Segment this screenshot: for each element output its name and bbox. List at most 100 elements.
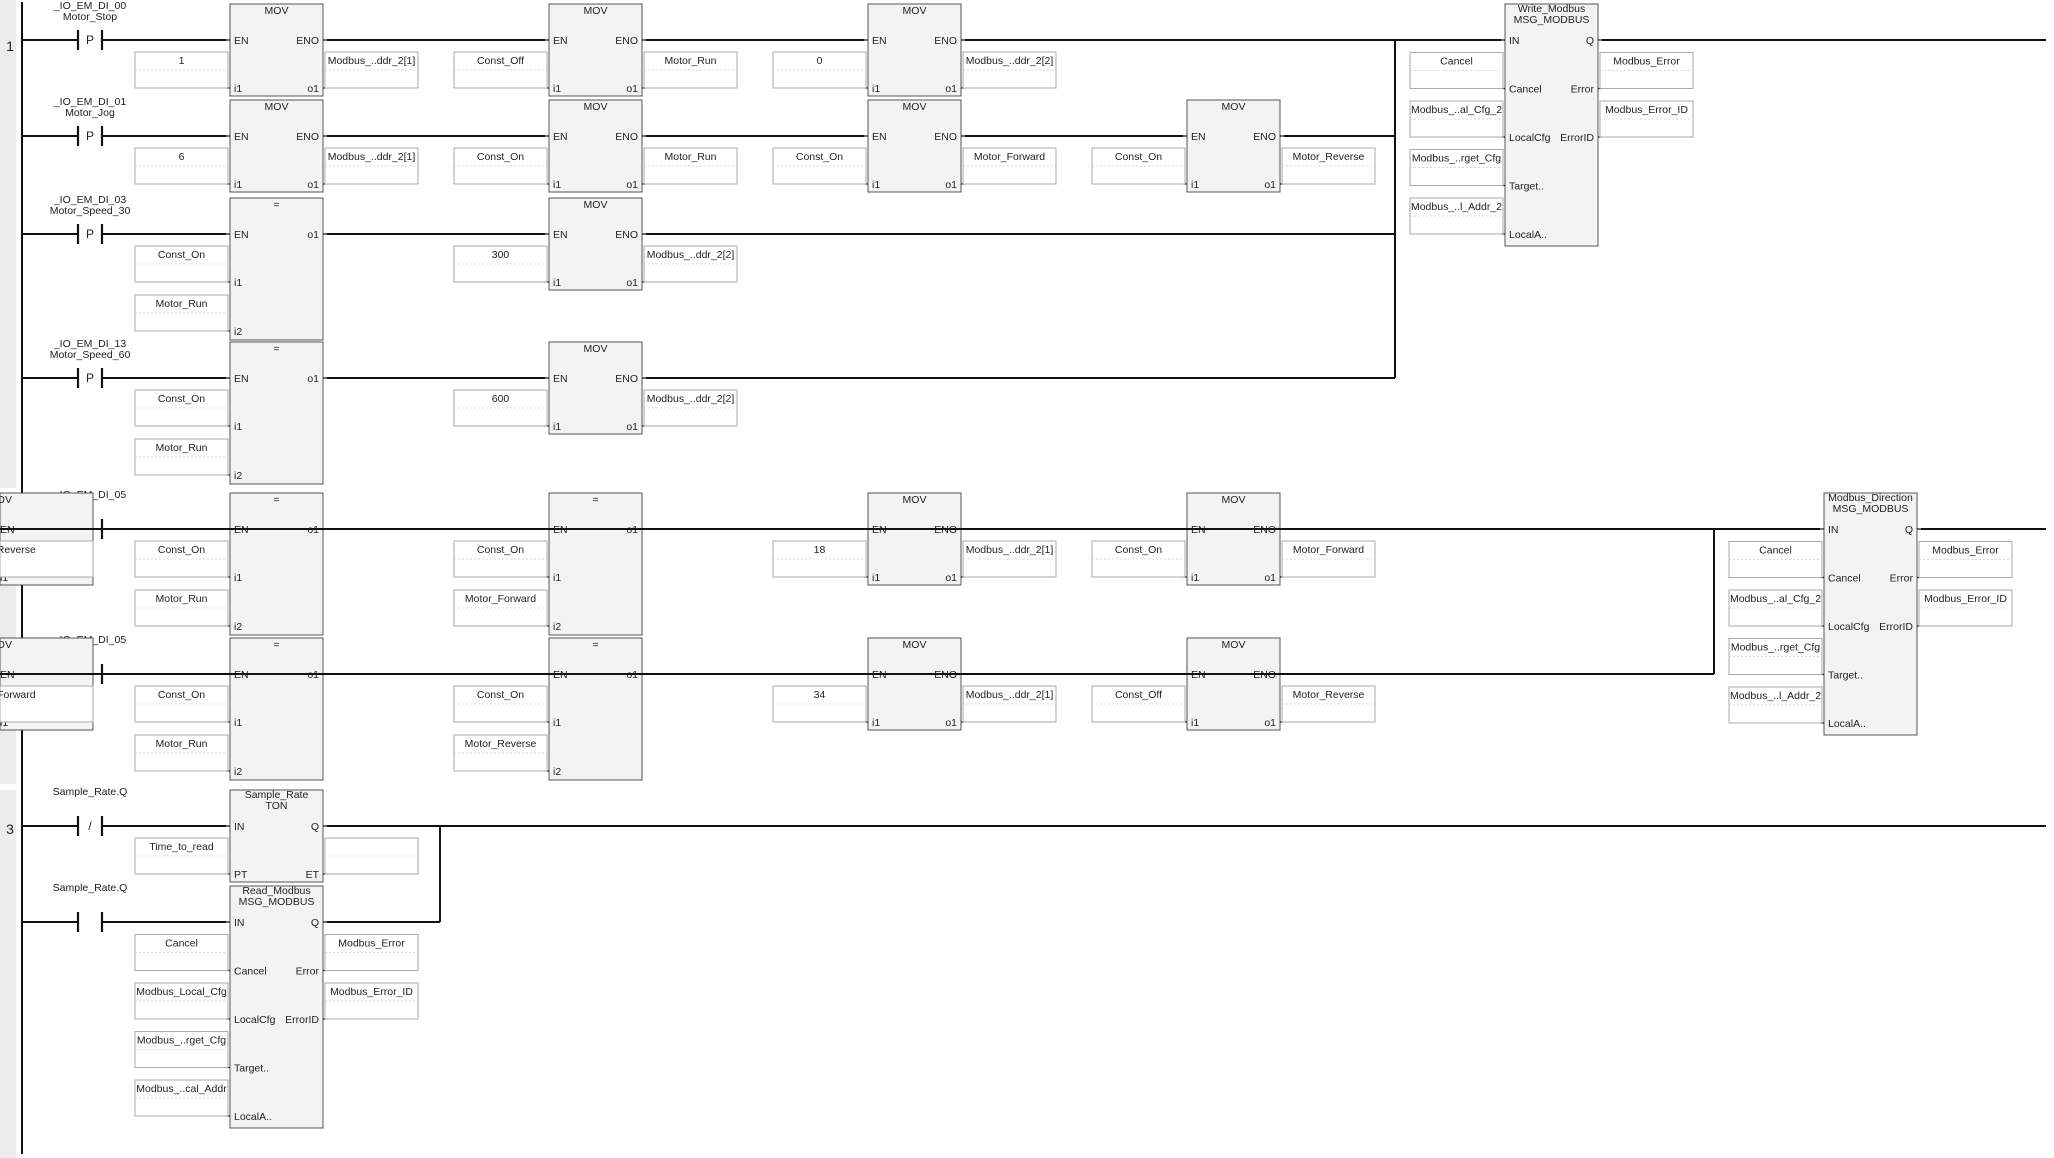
value-text[interactable]: Const_On [1115, 544, 1162, 556]
output-value-box[interactable]: Modbus_Error_ID [1599, 100, 1694, 138]
value-text[interactable]: Const_On [477, 544, 524, 556]
value-text[interactable]: Motor_Reverse [0, 544, 36, 556]
rung-number[interactable]: 1 [6, 38, 14, 54]
output-value-box[interactable]: Modbus_..ddr_2[1] [962, 540, 1057, 578]
value-text[interactable]: Const_On [796, 151, 843, 163]
output-value-box[interactable]: Motor_Forward [962, 147, 1057, 185]
value-text[interactable]: Modbus_..ddr_2[1] [328, 151, 416, 163]
input-value-box[interactable]: Time_to_read [134, 837, 229, 875]
output-value-box[interactable]: Modbus_Error [324, 934, 419, 971]
input-value-box[interactable]: Motor_Run [134, 294, 229, 332]
output-value-box[interactable]: Modbus_Error_ID [324, 982, 419, 1020]
value-text[interactable]: Cancel [165, 938, 198, 950]
input-value-box[interactable]: Motor_Reverse [453, 734, 548, 772]
input-value-box[interactable]: Modbus_..cal_Addr [134, 1079, 229, 1117]
output-value-box[interactable]: Motor_Run [643, 147, 738, 185]
value-text[interactable]: Modbus_..rget_Cfg [137, 1035, 226, 1047]
value-text[interactable]: Const_Off [1115, 689, 1162, 701]
value-text[interactable]: Motor_Run [156, 298, 208, 310]
input-value-box[interactable]: Modbus_..rget_Cfg [1409, 149, 1504, 186]
value-text[interactable]: Modbus_..ddr_2[1] [966, 689, 1054, 701]
input-value-box[interactable]: Modbus_Local_Cfg [134, 982, 229, 1020]
value-text[interactable]: Const_On [477, 151, 524, 163]
value-text[interactable]: Modbus_..al_Cfg_2 [1730, 593, 1821, 605]
contact-variable[interactable]: _IO_EM_DI_03 [53, 194, 127, 206]
input-value-box[interactable]: Cancel [134, 934, 229, 971]
input-value-box[interactable]: Modbus_..al_Cfg_2 [1409, 100, 1504, 138]
value-text[interactable]: Modbus_..al_Cfg_2 [1411, 104, 1502, 116]
modbus-message-block[interactable]: Write_ModbusMSG_MODBUSINCancelCancelLoca… [1409, 3, 1694, 247]
value-text[interactable]: Modbus_..ddr_2[1] [966, 544, 1054, 556]
output-value-box[interactable]: Modbus_..ddr_2[2] [643, 389, 738, 427]
input-value-box[interactable]: Modbus_..rget_Cfg [1728, 638, 1823, 675]
value-text[interactable]: 18 [814, 544, 826, 556]
input-value-box[interactable]: Motor_Run [134, 734, 229, 772]
value-text[interactable]: 600 [492, 393, 510, 405]
value-text[interactable]: Modbus_Local_Cfg [136, 986, 227, 998]
output-value-box[interactable] [324, 837, 419, 875]
output-value-box[interactable]: Motor_Reverse [1281, 685, 1376, 723]
input-value-box[interactable]: Const_On [453, 685, 548, 723]
value-text[interactable]: Motor_Reverse [1293, 689, 1365, 701]
input-value-box[interactable]: Cancel [1728, 541, 1823, 578]
output-value-box[interactable]: Modbus_Error [1918, 541, 2013, 578]
input-value-box[interactable]: Const_On [453, 540, 548, 578]
output-value-box[interactable]: Modbus_..ddr_2[2] [643, 245, 738, 283]
contact-variable[interactable]: Sample_Rate.Q [53, 882, 128, 894]
input-value-box[interactable]: Const_On [772, 147, 867, 185]
value-text[interactable]: Modbus_..ddr_2[2] [966, 55, 1054, 67]
value-text[interactable]: Motor_Run [156, 593, 208, 605]
value-text[interactable]: Cancel [1440, 56, 1473, 68]
output-value-box[interactable]: Modbus_Error_ID [1918, 589, 2013, 627]
input-value-box[interactable]: Cancel [1409, 52, 1504, 89]
input-value-box[interactable]: Const_On [1091, 540, 1186, 578]
output-value-box[interactable]: Modbus_..ddr_2[1] [324, 51, 419, 89]
value-text[interactable]: Motor_Forward [465, 593, 536, 605]
input-value-box[interactable]: Motor_Forward [453, 589, 548, 627]
input-value-box[interactable]: Const_On [134, 685, 229, 723]
input-value-box[interactable]: Const_On [1091, 147, 1186, 185]
value-text[interactable]: Modbus_Error [1932, 545, 1999, 557]
value-text[interactable]: Motor_Run [665, 55, 717, 67]
input-value-box[interactable]: 6 [134, 147, 229, 185]
contact[interactable]: Sample_Rate.Q [22, 882, 127, 932]
input-value-box[interactable]: 600 [453, 389, 548, 427]
output-value-box[interactable]: Motor_Forward [1281, 540, 1376, 578]
modbus-message-block[interactable]: Modbus_DirectionMSG_MODBUSINCancelCancel… [1728, 492, 2013, 736]
value-text[interactable]: 300 [492, 249, 510, 261]
value-text[interactable]: Const_On [158, 393, 205, 405]
input-value-box[interactable]: 0 [772, 51, 867, 89]
value-text[interactable]: Motor_Run [665, 151, 717, 163]
output-value-box[interactable]: Modbus_..ddr_2[1] [962, 685, 1057, 723]
input-value-box[interactable]: Motor_Run [134, 589, 229, 627]
input-value-box[interactable]: Const_On [134, 389, 229, 427]
output-value-box[interactable]: Motor_Forward [0, 685, 94, 723]
output-value-box[interactable]: Modbus_..ddr_2[1] [324, 147, 419, 185]
value-text[interactable]: Motor_Reverse [1293, 151, 1365, 163]
input-value-box[interactable]: Motor_Run [134, 438, 229, 476]
input-value-box[interactable]: Modbus_..al_Cfg_2 [1728, 589, 1823, 627]
value-text[interactable]: Modbus_..ddr_2[2] [647, 249, 735, 261]
value-text[interactable]: 0 [817, 55, 823, 67]
value-text[interactable]: Modbus_..ddr_2[1] [328, 55, 416, 67]
value-text[interactable]: Modbus_Error_ID [330, 986, 413, 998]
modbus-message-block[interactable]: Read_ModbusMSG_MODBUSINCancelCancelLocal… [134, 885, 419, 1129]
input-value-box[interactable]: 300 [453, 245, 548, 283]
